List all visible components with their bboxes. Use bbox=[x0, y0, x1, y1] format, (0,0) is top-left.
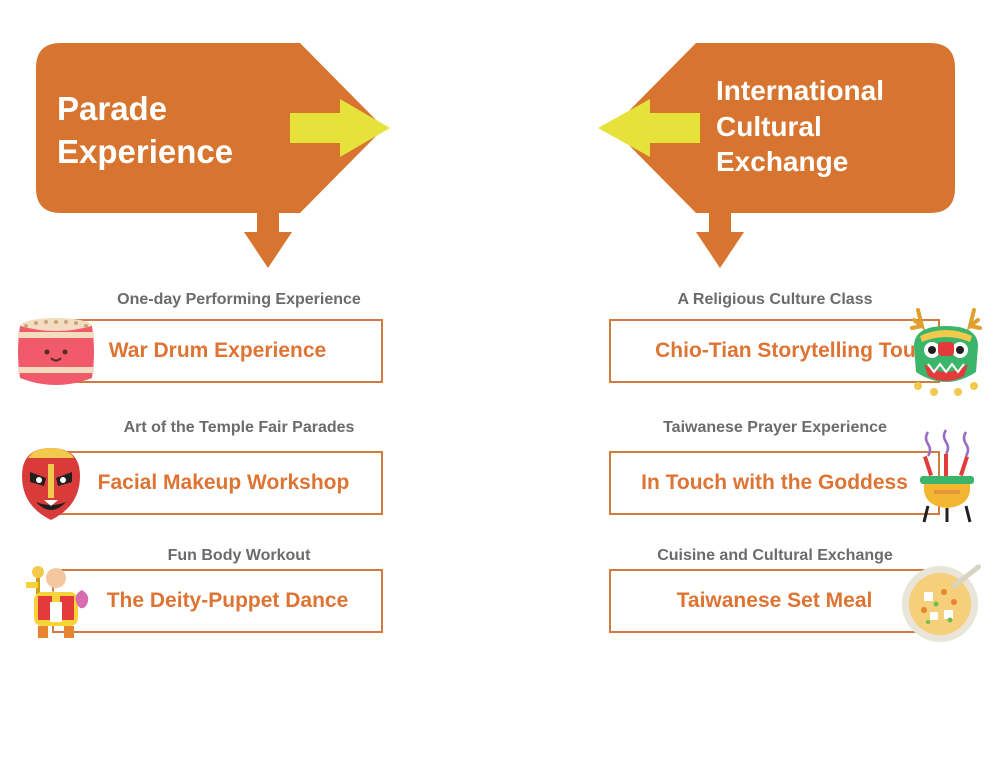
lion-dance-head-icon bbox=[910, 308, 982, 396]
drum-icon bbox=[18, 318, 94, 385]
parade-title-line-2: Experience bbox=[57, 132, 234, 170]
exchange-yellow-arrow bbox=[598, 99, 700, 157]
right-item-3-box[interactable]: Taiwanese Set Meal bbox=[609, 569, 940, 633]
banner-shapes bbox=[36, 43, 955, 268]
right-item-3-subtitle: Cuisine and Cultural Exchange bbox=[657, 547, 893, 564]
right-item-2-subtitle: Taiwanese Prayer Experience bbox=[663, 419, 887, 436]
exchange-banner bbox=[612, 43, 955, 213]
left-item-3-subtitle: Fun Body Workout bbox=[167, 547, 311, 564]
incense-burner-icon bbox=[920, 429, 974, 523]
left-item-1-box[interactable]: War Drum Experience bbox=[52, 319, 383, 383]
exchange-title-line-3: Exchange bbox=[716, 146, 849, 178]
deity-puppet-icon bbox=[26, 566, 89, 638]
parade-down-arrow bbox=[244, 205, 292, 268]
left-item-2-box[interactable]: Facial Makeup Workshop bbox=[52, 451, 383, 515]
right-item-3-label: Taiwanese Set Meal bbox=[676, 589, 873, 612]
left-item-3-label: The Deity-Puppet Dance bbox=[106, 589, 349, 612]
right-item-2-label: In Touch with the Goddess bbox=[641, 471, 908, 494]
right-item-1-subtitle: A Religious Culture Class bbox=[677, 291, 873, 308]
exchange-down-arrow bbox=[696, 205, 744, 268]
right-item-2-box[interactable]: In Touch with the Goddess bbox=[609, 451, 940, 515]
left-item-2-label: Facial Makeup Workshop bbox=[97, 471, 350, 494]
parade-banner bbox=[36, 43, 384, 213]
exchange-title-line-2: Cultural bbox=[716, 110, 822, 142]
parade-yellow-arrow bbox=[290, 99, 390, 157]
left-item-1-label: War Drum Experience bbox=[108, 339, 327, 362]
left-item-1-subtitle: One-day Performing Experience bbox=[117, 291, 361, 308]
right-item-1-box[interactable]: Chio-Tian Storytelling Tour bbox=[609, 319, 940, 383]
left-item-2-subtitle: Art of the Temple Fair Parades bbox=[123, 419, 355, 436]
soup-bowl-icon bbox=[902, 564, 982, 642]
left-item-3-box[interactable]: The Deity-Puppet Dance bbox=[52, 569, 383, 633]
exchange-title: International Cultural Exchange bbox=[716, 73, 884, 180]
right-item-1-label: Chio-Tian Storytelling Tour bbox=[655, 339, 924, 362]
opera-mask-icon bbox=[22, 448, 80, 520]
exchange-title-line-1: International bbox=[716, 75, 885, 106]
parade-title-line-1: Parade bbox=[57, 90, 168, 127]
parade-title: Parade Experience bbox=[57, 88, 233, 174]
